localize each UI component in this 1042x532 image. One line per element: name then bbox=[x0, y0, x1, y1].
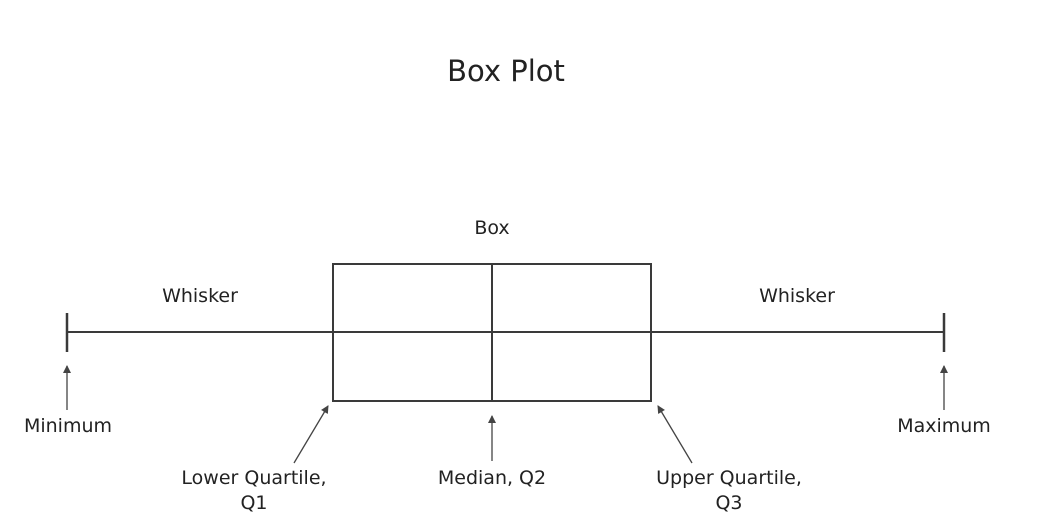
lower-quartile-label-line1: Lower Quartile, bbox=[181, 467, 326, 489]
upper-quartile-label-line1: Upper Quartile, bbox=[656, 467, 802, 489]
median-label: Median, Q2 bbox=[438, 467, 546, 489]
upper-quartile-arrow bbox=[657, 405, 693, 464]
lower-quartile-arrow bbox=[293, 405, 329, 464]
diagram-title: Box Plot bbox=[447, 54, 565, 88]
lower-quartile-label-line2: Q1 bbox=[240, 492, 267, 514]
box-label: Box bbox=[474, 217, 509, 239]
minimum-label: Minimum bbox=[24, 415, 112, 437]
maximum-label: Maximum bbox=[897, 415, 991, 437]
left-whisker-label: Whisker bbox=[162, 285, 238, 307]
right-whisker-label: Whisker bbox=[759, 285, 835, 307]
upper-quartile-label-line2: Q3 bbox=[715, 492, 742, 514]
